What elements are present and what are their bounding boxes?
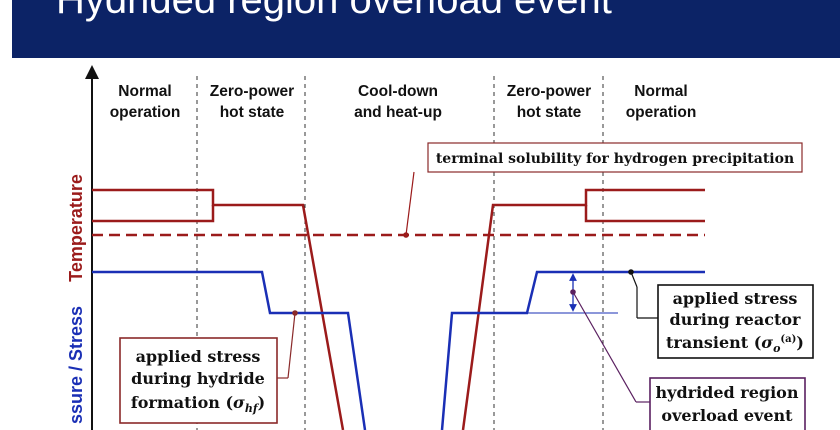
transient-text: applied stress (673, 289, 798, 308)
transient-text: ) (796, 333, 804, 352)
transient-callout-box (657, 284, 814, 359)
pressure-stress-axis-label: ssure / Stress (66, 306, 86, 424)
sigma-subscript: o (773, 342, 780, 355)
tssp-callout-text: terminal solubility for hydrogen precipi… (436, 151, 794, 167)
hydride-formation-text: during hydride (131, 369, 265, 388)
phase-label: operation (110, 104, 181, 121)
tssp-leader (405, 171, 415, 236)
sigma-superscript: (a) (780, 334, 796, 345)
slide-title: Hydrided region overload event (56, 0, 612, 22)
phase-label: Normal (634, 83, 687, 100)
phase-label: and heat-up (354, 104, 442, 121)
hydride-formation-text: ) (258, 393, 266, 412)
phase-label: Zero-power (507, 83, 591, 100)
hydride-formation-leader (287, 312, 296, 379)
phase-label: Normal (118, 83, 171, 100)
transient-text: transient (σo(a)) (666, 333, 804, 355)
hydride-formation-text: formation (σhf) (131, 393, 265, 415)
phase-label: Zero-power (210, 83, 294, 100)
sigma-symbol: σ (761, 333, 773, 352)
phase-label: Cool-down (358, 83, 438, 100)
phase-label: hot state (220, 104, 285, 121)
overload-text: hydrided region (656, 383, 799, 402)
hydride-formation-text: applied stress (136, 347, 261, 366)
tssp-marker (403, 232, 409, 238)
phase-label: hot state (517, 104, 582, 121)
tssp-callout-box (427, 142, 803, 173)
temperature-profile (92, 188, 705, 430)
overload-leader (572, 291, 637, 403)
hydride-formation-callout-box (119, 337, 278, 424)
hydride-formation-text: formation ( (131, 393, 233, 412)
sigma-subscript: hf (245, 402, 260, 415)
hydride-formation-marker (292, 310, 298, 316)
phase-label: operation (626, 104, 697, 121)
transient-text: transient ( (666, 333, 761, 352)
overload-text: overload event (661, 406, 793, 425)
transient-text: during reactor (670, 310, 802, 329)
overload-marker (570, 289, 576, 295)
temperature-axis-label: Temperature (66, 174, 86, 282)
sigma-symbol: σ (233, 393, 245, 412)
title-banner: Hydrided region overload event (12, 0, 840, 58)
transient-marker (628, 269, 634, 275)
overload-callout-box (649, 377, 806, 430)
